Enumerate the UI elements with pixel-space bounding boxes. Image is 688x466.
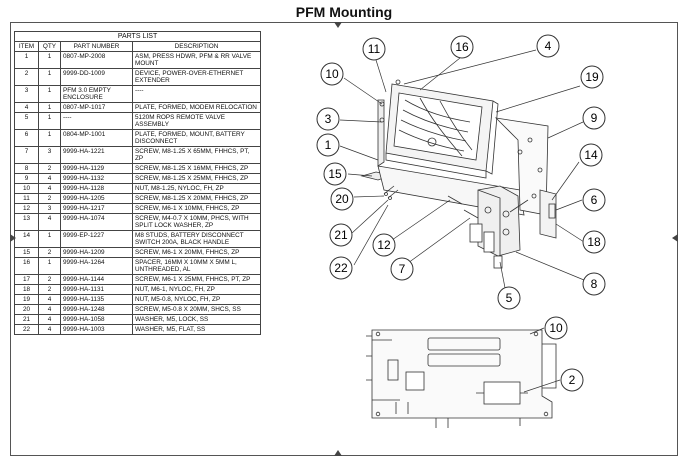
- svg-text:1: 1: [325, 138, 332, 152]
- battery-disconnect-plate: [539, 189, 557, 239]
- svg-text:7: 7: [399, 262, 406, 276]
- frame-center-mark-left: [10, 234, 16, 242]
- svg-text:19: 19: [585, 70, 599, 84]
- balloon-18: 18: [582, 230, 606, 254]
- svg-text:5: 5: [506, 291, 513, 305]
- svg-text:6: 6: [591, 193, 598, 207]
- balloon-10-bottom: 10: [544, 316, 568, 340]
- balloon-21: 21: [329, 223, 353, 247]
- balloon-12: 12: [372, 233, 396, 257]
- svg-text:22: 22: [334, 261, 348, 275]
- balloon-6: 6: [582, 188, 606, 212]
- balloon-22: 22: [329, 256, 353, 280]
- balloon-20: 20: [330, 187, 354, 211]
- svg-text:10: 10: [325, 67, 339, 81]
- balloon-9: 9: [582, 106, 606, 130]
- balloon-10: 10: [320, 62, 344, 86]
- balloon-8: 8: [582, 272, 606, 296]
- balloon-16: 16: [450, 35, 474, 59]
- frame-center-mark-top: [334, 22, 342, 28]
- svg-text:2: 2: [569, 373, 576, 387]
- svg-text:21: 21: [334, 228, 348, 242]
- cell-description: 5120M ROPS REMOTE VALVE ASSEMBLY: [131, 112, 262, 130]
- svg-text:4: 4: [545, 39, 552, 53]
- leader-lines: [339, 49, 585, 393]
- balloon-5: 5: [497, 286, 521, 310]
- cell-description: WASHER, M5, FLAT, SS: [131, 324, 262, 335]
- balloon-14: 14: [579, 143, 603, 167]
- balloon-11: 11: [362, 37, 386, 61]
- item-balloons: 11 16 4 10 19 3 9 1 14 15 6 20 18 21 12 …: [316, 34, 606, 392]
- frame-center-mark-bottom: [334, 450, 342, 456]
- svg-text:20: 20: [335, 192, 349, 206]
- svg-text:15: 15: [328, 167, 342, 181]
- svg-text:16: 16: [455, 40, 469, 54]
- bottom-view-assembly: [366, 329, 557, 428]
- svg-text:14: 14: [584, 148, 598, 162]
- svg-text:12: 12: [377, 238, 391, 252]
- mount-plate: [360, 99, 549, 216]
- frame-center-mark-right: [672, 234, 678, 242]
- pfm-enclosure: [385, 83, 499, 179]
- cell-description: PLATE, FORMED, MOUNT, BATTERY DISCONNECT: [131, 129, 262, 147]
- svg-text:9: 9: [591, 111, 598, 125]
- parts-list-table: PARTS LIST ITEM QTY PART NUMBER DESCRIPT…: [13, 31, 262, 335]
- page-title: PFM Mounting: [295, 4, 393, 20]
- svg-text:18: 18: [587, 235, 601, 249]
- balloon-1: 1: [316, 133, 340, 157]
- balloon-2: 2: [560, 368, 584, 392]
- svg-text:10: 10: [549, 321, 563, 335]
- hardware-fasteners: [379, 79, 529, 219]
- svg-text:3: 3: [325, 112, 332, 126]
- svg-text:8: 8: [591, 277, 598, 291]
- remote-valve-assembly: [469, 185, 521, 269]
- svg-text:11: 11: [368, 42, 381, 56]
- balloon-4: 4: [536, 34, 560, 58]
- balloon-7: 7: [390, 257, 414, 281]
- balloon-15: 15: [323, 162, 347, 186]
- balloon-19: 19: [580, 65, 604, 89]
- balloon-3: 3: [316, 107, 340, 131]
